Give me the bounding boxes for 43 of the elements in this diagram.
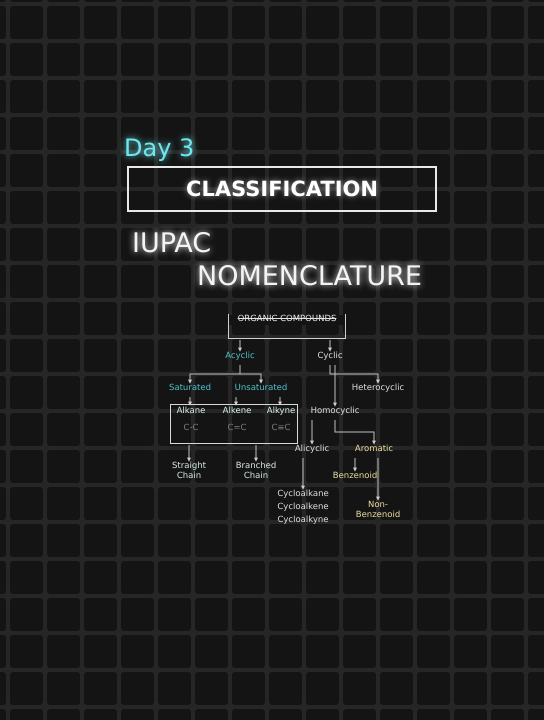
category-label: Alkane [176, 407, 206, 417]
category-label: ORGANIC COMPOUNDS [229, 315, 345, 325]
day-label: Day 3 [124, 134, 194, 162]
arrow [238, 340, 242, 352]
arrow [234, 396, 238, 406]
bond-formula: C≡C [270, 424, 292, 434]
title-banner: CLASSIFICATION [127, 166, 437, 212]
arrow [334, 420, 376, 445]
arrow [301, 458, 305, 490]
category-label: Heterocyclic [347, 384, 409, 396]
category-label: Cycloalkane [276, 490, 330, 500]
category-label: Saturated [166, 384, 214, 396]
arrow [188, 396, 192, 406]
category-label: Cyclic [312, 352, 348, 364]
arrow [310, 420, 314, 445]
heading-text: IUPAC [132, 228, 212, 259]
arrow [353, 458, 357, 472]
category-label: Alkyne [266, 407, 296, 417]
group-box [170, 404, 298, 444]
bond-formula: C-C [182, 424, 200, 434]
category-label: Straight Chain [166, 462, 212, 486]
arrow [254, 444, 258, 462]
arrow [330, 364, 380, 384]
category-box [228, 314, 346, 339]
category-label: Alicyclic [292, 445, 332, 457]
category-label: Cycloalkyne [276, 516, 330, 526]
arrow [333, 364, 337, 407]
heading-text: NOMENCLATURE [197, 261, 422, 292]
category-label: Non-Benzenoid [350, 501, 406, 525]
category-label: Branched Chain [230, 462, 282, 486]
arrow [187, 444, 191, 462]
arrow [240, 364, 263, 384]
category-label: Unsaturated [231, 384, 291, 396]
category-label: Cycloalkene [276, 502, 330, 513]
category-label: Alkene [222, 407, 252, 417]
category-label: Aromatic [351, 445, 397, 457]
category-label: Benzenoid [329, 472, 381, 484]
arrow [376, 458, 380, 501]
category-label: Acyclic [220, 352, 260, 364]
arrow [278, 396, 282, 406]
arrow [328, 340, 332, 352]
bond-formula: C=C [226, 424, 248, 434]
category-label: Homocyclic [306, 407, 364, 419]
